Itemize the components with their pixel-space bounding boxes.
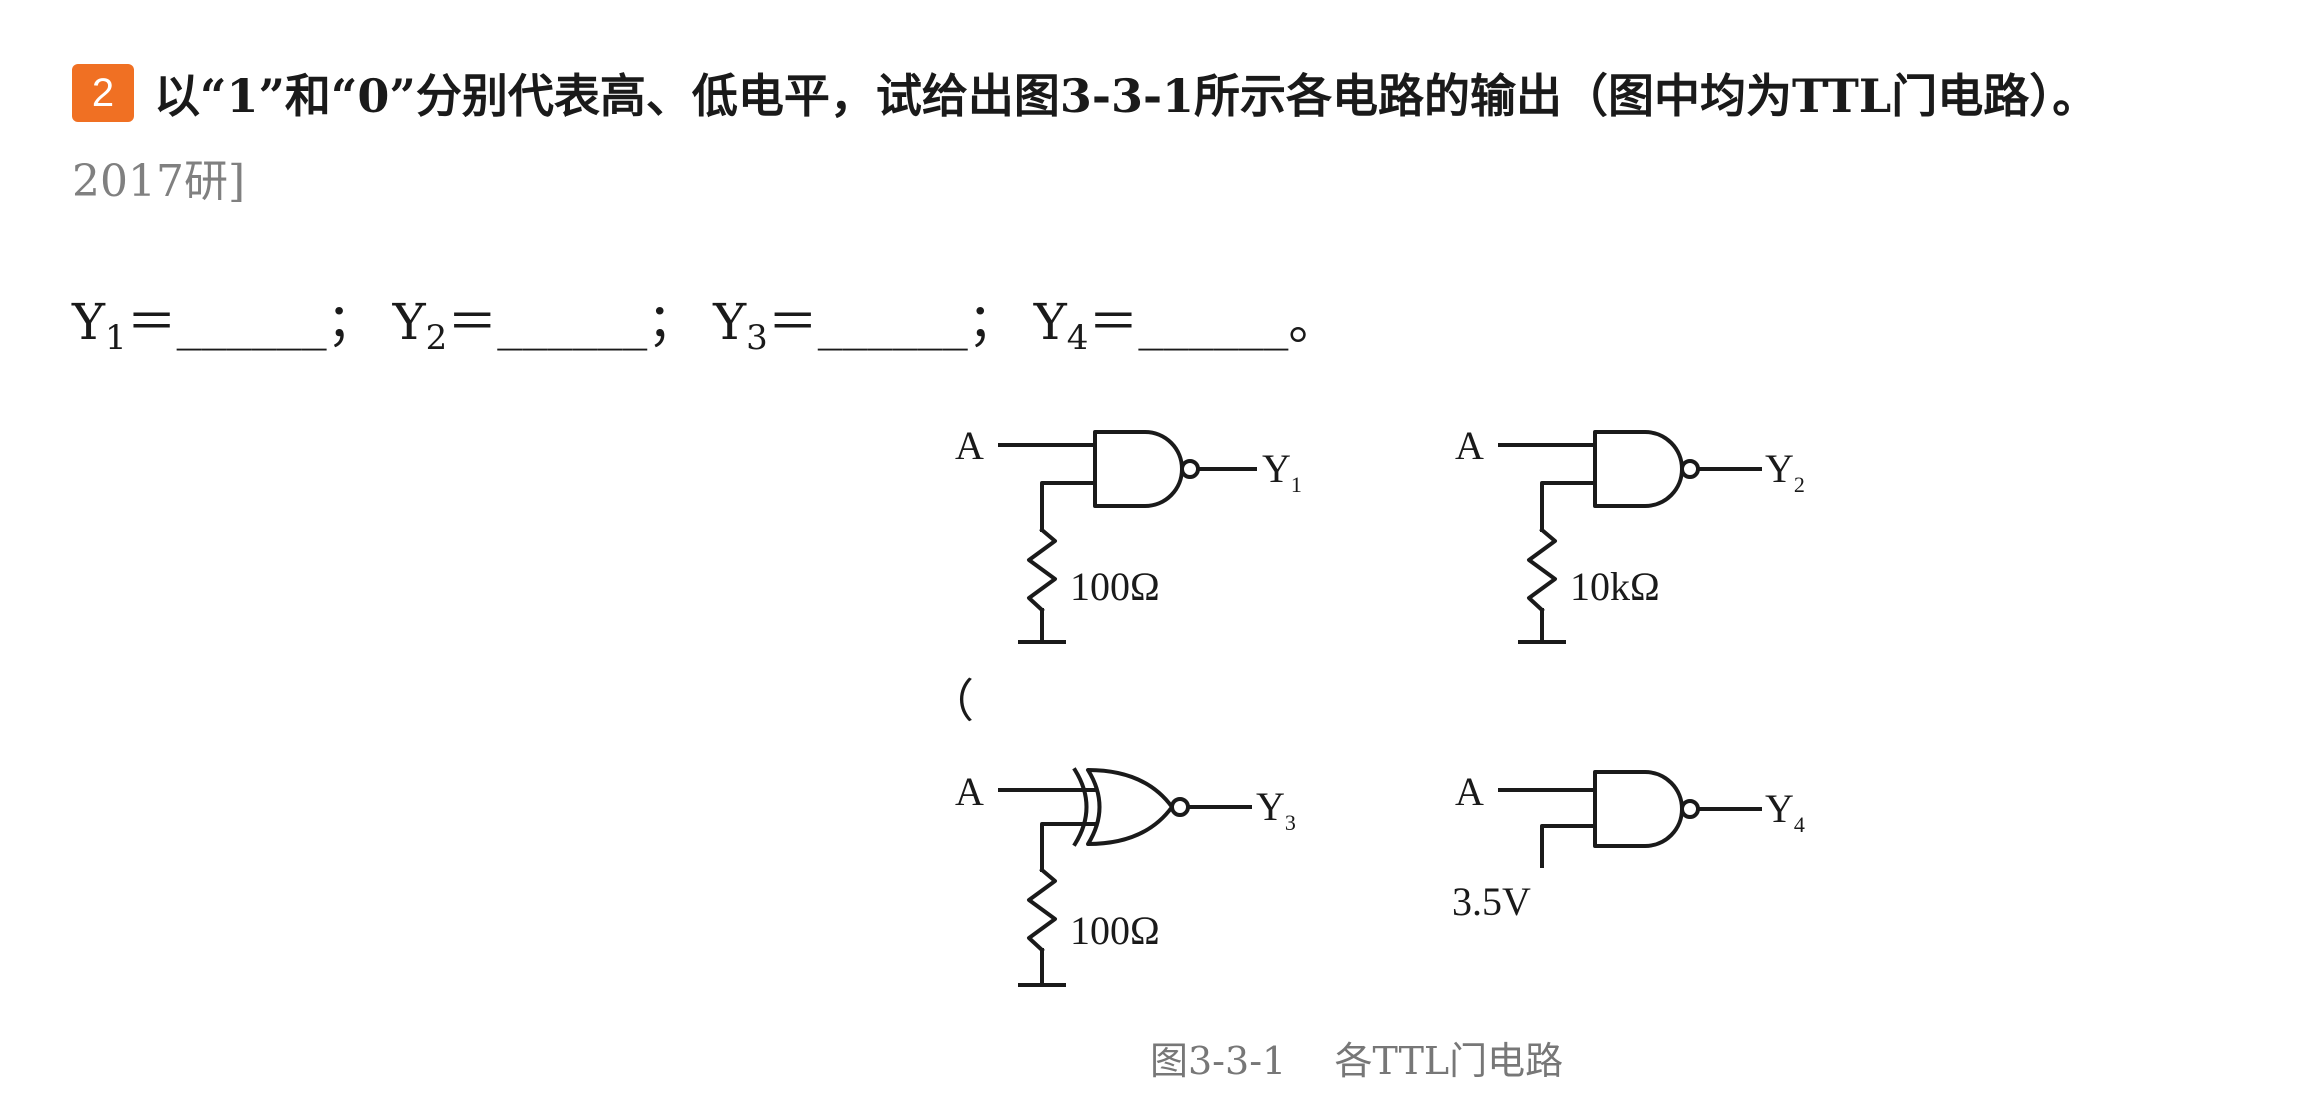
input-label-2: A <box>1455 423 1484 468</box>
y1-sub: 1 <box>105 318 127 358</box>
answer-line: Y1＝______； Y2＝______； Y3＝______； Y4＝____… <box>72 282 1338 358</box>
output-label-3: Y3 <box>1256 784 1296 835</box>
resistor-3 <box>1027 867 1057 953</box>
y2-blank[interactable]: ______ <box>497 293 648 351</box>
voltage-value-4: 3.5V <box>1452 879 1531 924</box>
inverter-bubble-1 <box>1180 459 1200 479</box>
inverter-bubble-2 <box>1680 459 1700 479</box>
xnor-input-arc-3 <box>1072 767 1089 847</box>
question-line: 2 以“1”和“0”分别代表高、低电平，试给出图3-3-1所示各电路的输出（图中… <box>72 58 2098 128</box>
input-b-wire-2 <box>1540 481 1597 532</box>
y2-equals: ＝ <box>447 293 498 351</box>
separator-1: ； <box>326 293 377 351</box>
answer-end: 。 <box>1288 293 1339 351</box>
resistor-2 <box>1527 527 1557 613</box>
y1-blank[interactable]: ______ <box>176 293 327 351</box>
y4-equals: ＝ <box>1088 293 1139 351</box>
resistor-value-3: 100Ω <box>1070 908 1160 953</box>
output-label-2-sub: 2 <box>1794 472 1805 497</box>
circuit-1 <box>998 430 1257 644</box>
output-label-1-sub: 1 <box>1291 472 1302 497</box>
question-source: 2017研] <box>72 156 246 207</box>
y2-sub: 2 <box>425 318 448 358</box>
output-label-3-sub: 3 <box>1285 810 1296 835</box>
stray-paren: （ <box>928 674 974 728</box>
separator-3: ； <box>967 293 1018 351</box>
inverter-bubble-4 <box>1680 799 1700 819</box>
y1-equals: ＝ <box>126 293 177 351</box>
circuit-3 <box>998 767 1252 987</box>
circuit-4 <box>1498 770 1762 868</box>
y4-label: Y <box>1033 293 1067 351</box>
question-number-badge: 2 <box>72 64 134 122</box>
answer-y1: Y1＝______； <box>72 293 377 358</box>
output-label-4: Y4 <box>1765 786 1805 837</box>
input-b-wire-4 <box>1540 824 1597 868</box>
answer-y3: Y3＝______； <box>713 293 1018 358</box>
y1-label: Y <box>72 293 106 351</box>
output-label-4-sub: 4 <box>1794 812 1805 837</box>
figure-caption: 图3-3-1 各TTL门电路 <box>1150 1039 1564 1083</box>
xnor-gate-3 <box>1086 768 1174 846</box>
question-text: 以“1”和“0”分别代表高、低电平，试给出图3-3-1所示各电路的输出（图中均为… <box>154 69 2099 123</box>
input-label-4: A <box>1455 769 1484 814</box>
output-label-1-main: Y <box>1262 446 1291 491</box>
answer-y4: Y4＝______。 <box>1033 293 1339 358</box>
resistor-value-2: 10kΩ <box>1570 564 1660 609</box>
nand-gate-2 <box>1593 430 1684 508</box>
output-label-2-main: Y <box>1765 446 1794 491</box>
inverter-bubble-3 <box>1170 797 1190 817</box>
y3-label: Y <box>713 293 747 351</box>
y2-label: Y <box>392 293 426 351</box>
input-b-wire-1 <box>1040 481 1097 532</box>
output-label-1: Y1 <box>1262 446 1302 497</box>
nand-gate-4 <box>1593 770 1684 848</box>
circuit-2 <box>1498 430 1762 644</box>
resistor-1 <box>1027 527 1057 613</box>
resistor-value-1: 100Ω <box>1070 564 1160 609</box>
y3-equals: ＝ <box>767 293 818 351</box>
y3-sub: 3 <box>746 318 768 358</box>
y3-blank[interactable]: ______ <box>817 293 968 351</box>
input-label-3: A <box>955 769 984 814</box>
y4-sub: 4 <box>1066 318 1089 358</box>
separator-2: ； <box>647 293 698 351</box>
input-b-wire-3 <box>1040 822 1096 872</box>
nand-gate-1 <box>1093 430 1184 508</box>
output-label-2: Y2 <box>1765 446 1805 497</box>
output-label-4-main: Y <box>1765 786 1794 831</box>
answer-y2: Y2＝______； <box>392 293 698 358</box>
output-label-3-main: Y <box>1256 784 1285 829</box>
y4-blank[interactable]: ______ <box>1138 293 1289 351</box>
input-label-1: A <box>955 423 984 468</box>
